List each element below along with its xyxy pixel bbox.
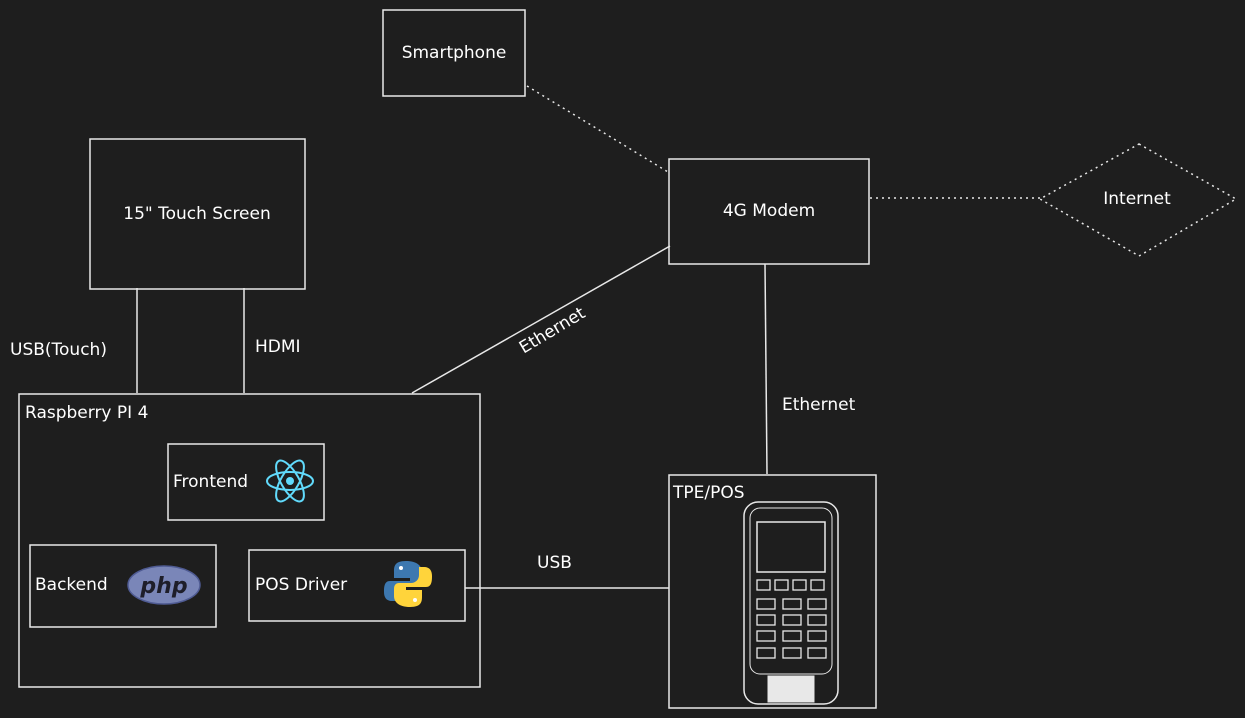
python-icon [384,561,432,607]
backend-node: Backend php [29,544,217,628]
ethernet-pi-label: Ethernet [516,303,589,358]
raspberry-pi-box [18,393,481,688]
smartphone-node: Smartphone [382,9,526,97]
tpe-pos-node: TPE/POS [668,474,877,709]
smartphone-box [382,9,526,97]
php-icon: php [127,565,201,605]
backend-box [29,544,217,628]
hdmi-label: HDMI [255,337,301,357]
frontend-label: Frontend [173,472,248,492]
pos-driver-node: POS Driver [248,549,466,622]
pos-driver-box [248,549,466,622]
usb-touch-label: USB(Touch) [10,340,107,360]
internet-label: Internet [1103,189,1171,209]
raspberry-pi-node: Raspberry PI 4 Frontend Backend php P [18,393,481,688]
smartphone-modem-link [526,85,669,173]
frontend-node: Frontend [167,443,325,521]
backend-label: Backend [35,575,108,595]
php-logo-text: php [139,574,187,599]
react-icon [266,459,314,503]
pos-driver-label: POS Driver [255,575,347,595]
touch-screen-label: 15" Touch Screen [123,204,271,224]
ethernet-tpe-label: Ethernet [782,395,856,415]
modem-box [668,158,870,265]
tpe-pos-label: TPE/POS [672,483,745,503]
raspberry-pi-label: Raspberry PI 4 [25,403,148,423]
smartphone-label: Smartphone [402,43,507,63]
frontend-box [167,443,325,521]
touch-screen-box [89,138,306,290]
payment-terminal-icon [743,501,839,705]
pi-modem-ethernet-connector [411,245,671,394]
tpe-pos-box [668,474,877,709]
usb-label: USB [537,553,572,573]
modem-tpe-ethernet-connector [764,263,768,475]
modem-label: 4G Modem [723,201,815,221]
internet-node: Internet [1038,143,1238,257]
touch-screen-node: 15" Touch Screen [89,138,306,290]
modem-node: 4G Modem [668,158,870,265]
